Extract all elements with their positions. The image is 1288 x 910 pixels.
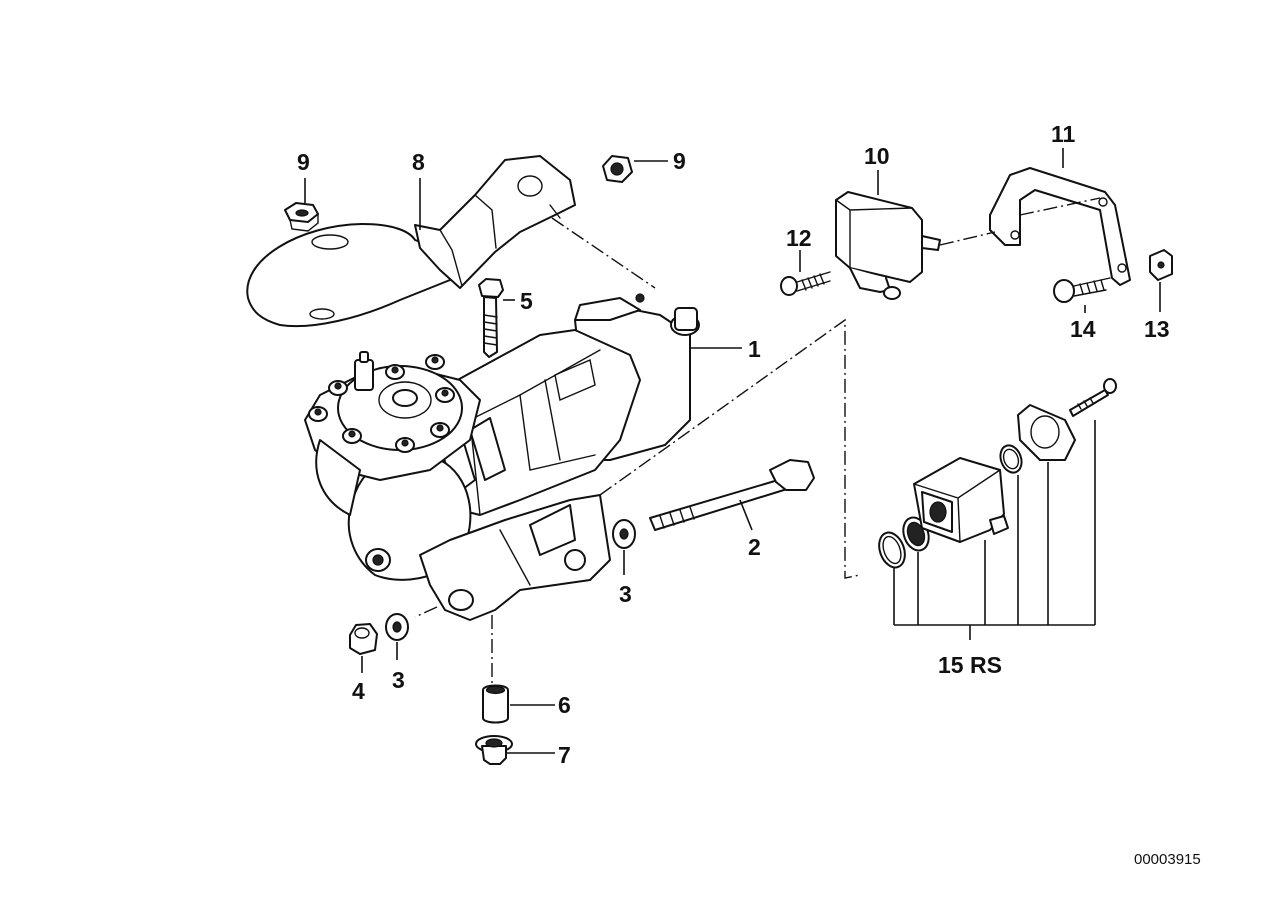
callout-3-left: 3 [392,667,405,693]
callout-labels: 1 2 3 3 4 5 6 7 8 9 9 10 11 12 13 14 15 … [297,121,1170,768]
clip-nut [1149,249,1173,281]
collar-nut [475,735,513,765]
through-bolt [649,459,815,531]
bolt [478,278,504,358]
callout-1: 1 [748,336,761,362]
assembly-lines [414,197,1101,685]
callout-8: 8 [412,149,425,175]
callout-13: 13 [1144,316,1170,342]
callout-6: 6 [558,692,571,718]
document-number: 00003915 [1134,851,1201,868]
control-module [835,191,941,300]
callout-9-left: 9 [297,149,310,175]
callout-10: 10 [864,143,890,169]
callout-12: 12 [786,225,812,251]
bushing [482,684,509,724]
screw-small [780,271,831,296]
washer-left [385,613,409,641]
nut-lower [349,623,378,655]
steering-box [304,293,700,621]
repair-set [878,378,1117,569]
callout-7: 7 [558,742,571,768]
callout-3-right: 3 [619,581,632,607]
callout-11: 11 [1051,121,1076,147]
nut-right [602,155,633,183]
leader-lines [304,148,1161,754]
callout-15-rs: 15 RS [938,652,1002,678]
callout-9-right: 9 [673,148,686,174]
washer-right [612,519,636,549]
callout-5: 5 [520,288,533,314]
module-bracket [989,167,1131,286]
callout-2: 2 [748,534,761,560]
screw-washer-head [1053,277,1111,303]
heat-shield-bracket [246,155,576,328]
callout-4: 4 [352,678,365,704]
callout-14: 14 [1070,316,1096,342]
nut-left [284,202,319,232]
